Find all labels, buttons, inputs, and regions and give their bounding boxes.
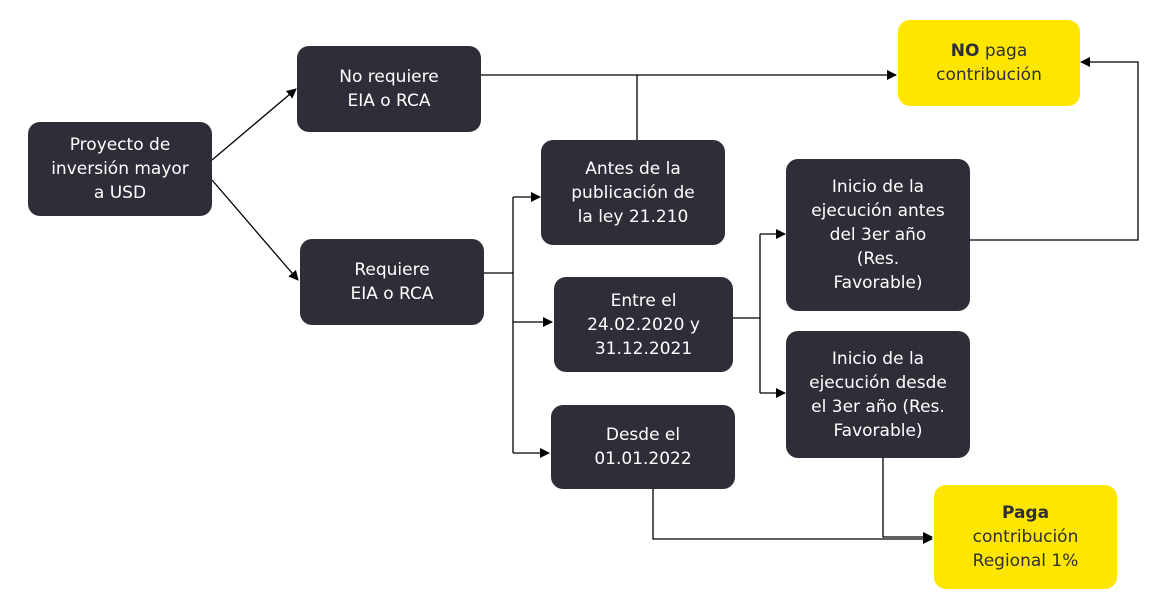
connector-inicio-antes-no-paga — [970, 57, 1139, 241]
node-inicio-antes: Inicio de la ejecución antes del 3er año… — [786, 159, 970, 311]
connector-inicio-desde-paga — [882, 458, 933, 542]
connector-proyecto-no-requiere — [211, 88, 297, 161]
node-text: (Res. — [856, 249, 900, 269]
node-text: NO paga — [951, 39, 1028, 63]
node-text: 31.12.2021 — [594, 338, 693, 359]
node-text: 24.02.2020 y — [587, 314, 700, 335]
node-text: 01.01.2022 — [594, 449, 692, 469]
node-proyecto: Proyecto de inversión mayor a USD — [28, 122, 212, 216]
node-antes: Antes de la publicación de la ley 21.210 — [541, 140, 725, 245]
node-paga: Paga contribución Regional 1% — [934, 485, 1117, 589]
node-text: Desde el — [605, 425, 681, 445]
node-text: ejecución desde — [809, 372, 947, 393]
node-text: No requiere — [339, 67, 439, 87]
node-text-bold: NO — [950, 41, 980, 61]
node-text: EIA o RCA — [350, 284, 434, 304]
node-no-paga: NO paga contribución — [898, 20, 1080, 106]
node-no-requiere: No requiere EIA o RCA — [297, 46, 481, 132]
node-text: Proyecto de — [69, 135, 171, 155]
node-text: Inicio de la — [831, 348, 925, 369]
node-text: EIA o RCA — [347, 91, 431, 111]
node-text: Inicio de la — [831, 177, 925, 197]
node-text: a USD — [93, 183, 147, 203]
connector-requiere-branch — [484, 272, 514, 453]
node-text: ejecución antes — [811, 201, 945, 221]
node-entre: Entre el 24.02.2020 y 31.12.2021 — [554, 277, 733, 372]
node-text-bold: Paga — [1001, 503, 1050, 523]
node-text: paga — [979, 41, 1028, 61]
node-text: Favorable) — [833, 273, 923, 293]
node-desde: Desde el 01.01.2022 — [551, 405, 735, 489]
node-text: Favorable) — [833, 420, 923, 441]
node-text: Requiere — [354, 260, 430, 280]
node-text: Regional 1% — [972, 551, 1079, 571]
node-text: el 3er año (Res. — [811, 396, 945, 417]
node-inicio-desde: Inicio de la ejecución desde el 3er año … — [786, 331, 970, 458]
node-text: contribución — [972, 527, 1079, 547]
connector-proyecto-requiere — [211, 179, 299, 281]
node-text: publicación de — [571, 182, 695, 203]
node-text: del 3er año — [829, 225, 927, 245]
node-requiere: Requiere EIA o RCA — [300, 239, 484, 325]
connector-desde-paga — [652, 489, 933, 544]
node-text: Antes de la — [585, 158, 681, 179]
node-text: la ley 21.210 — [577, 206, 689, 227]
node-text: Entre el — [610, 290, 677, 311]
node-text: inversión mayor — [51, 159, 189, 179]
node-text: contribución — [936, 65, 1042, 85]
